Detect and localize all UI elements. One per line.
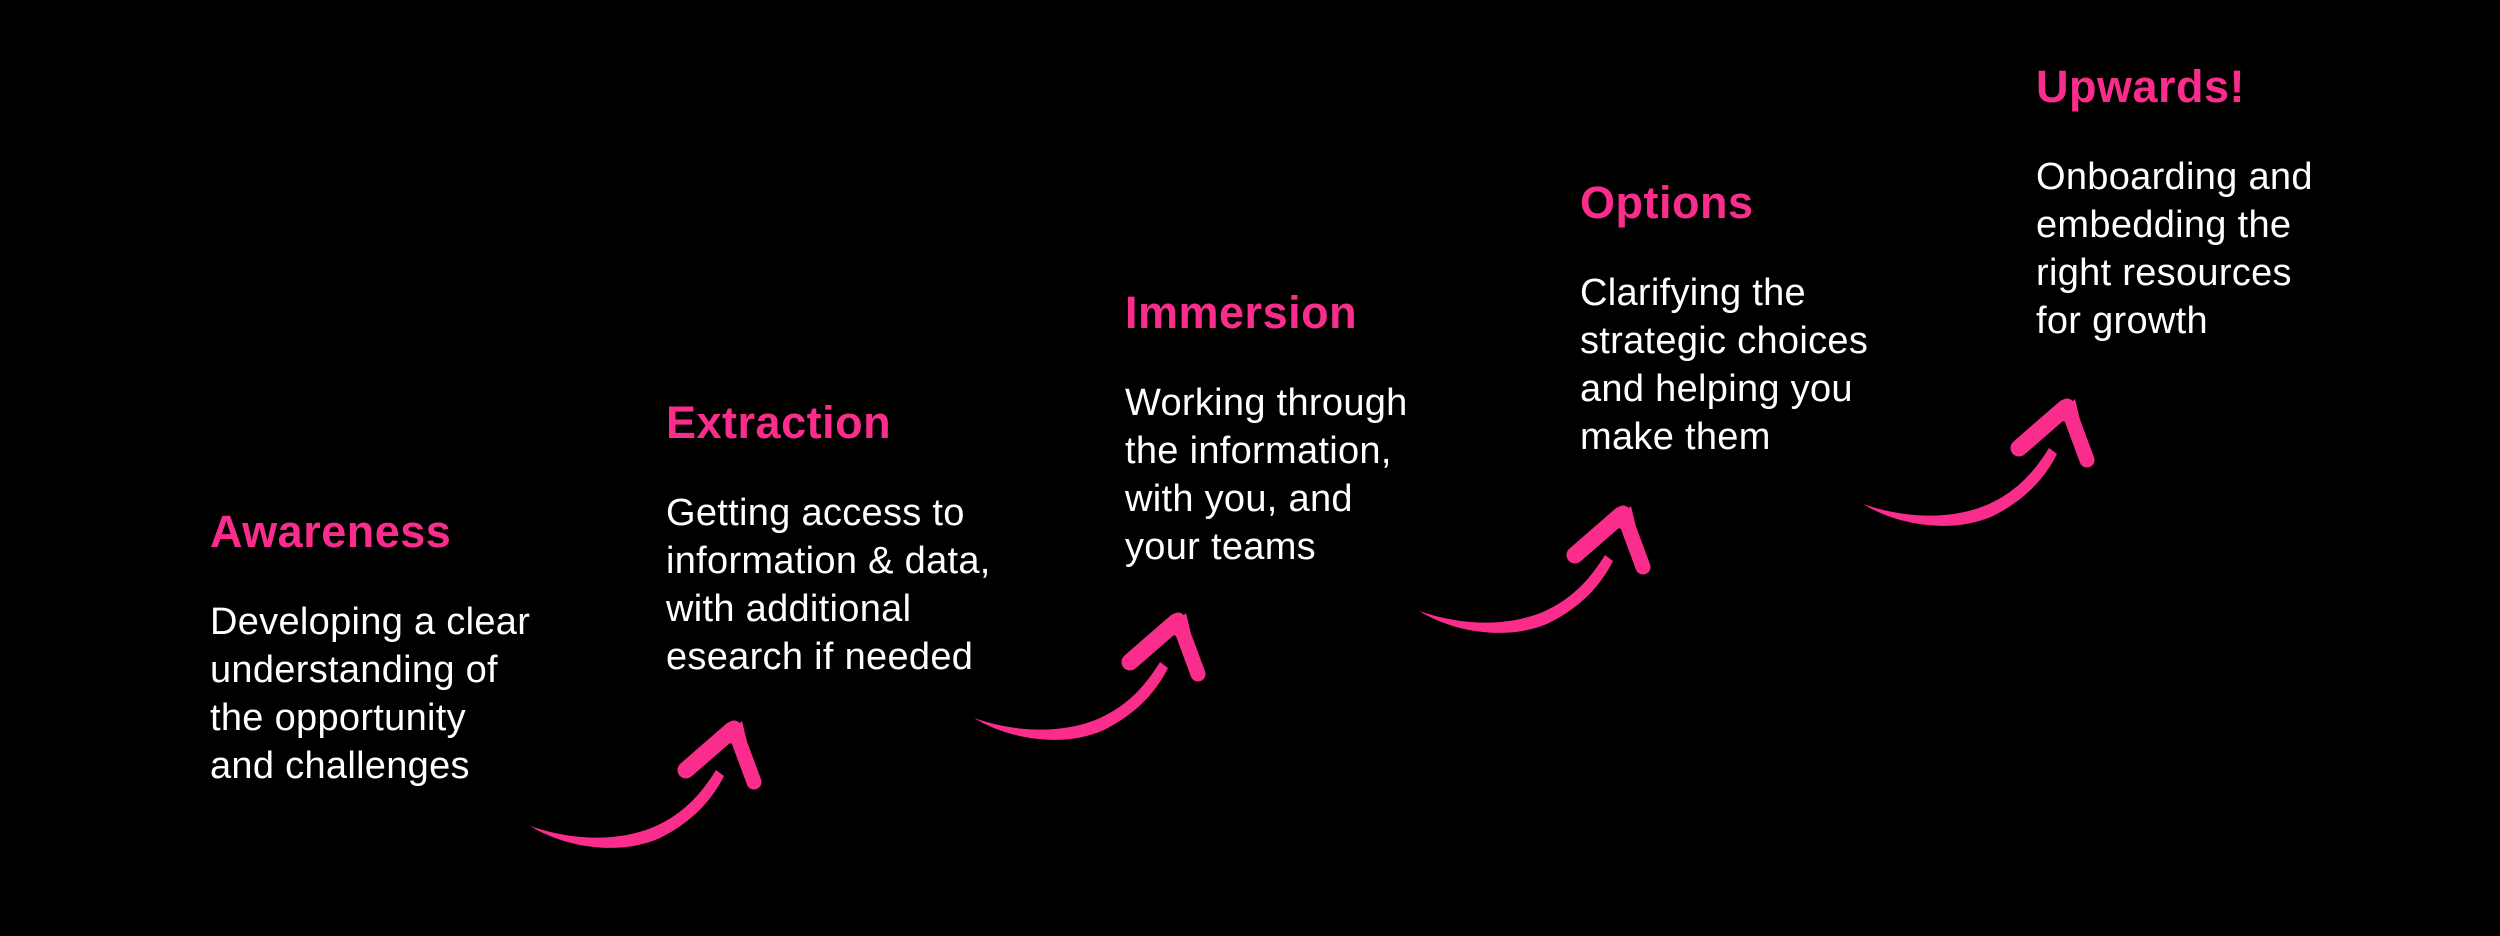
step-immersion: Immersion Working through the informatio… (1125, 290, 1505, 571)
step-title: Options (1580, 177, 1754, 228)
step-title: Awareness (210, 506, 452, 557)
brush-arrow-icon (972, 612, 1208, 754)
step-upwards: Upwards! Onboarding and embedding the ri… (2036, 64, 2416, 345)
step-options: Options Clarifying the strategic choices… (1580, 180, 1960, 461)
brush-arrow-icon (528, 720, 764, 862)
brush-arrow-icon (1417, 505, 1653, 647)
step-awareness: Awareness Developing a clear understandi… (210, 509, 590, 790)
step-extraction: Extraction Getting access to information… (666, 400, 1046, 681)
step-description: Onboarding and embedding the right resou… (2036, 156, 2313, 342)
step-title: Extraction (666, 397, 892, 448)
step-title: Upwards! (2036, 61, 2246, 112)
step-description: Developing a clear understanding of the … (210, 601, 531, 787)
step-description: Clarifying the strategic choices and hel… (1580, 272, 1869, 458)
brush-arrow-icon (1861, 398, 2097, 540)
step-description: Getting access to information & data, wi… (666, 492, 991, 678)
step-title: Immersion (1125, 287, 1358, 338)
step-description: Working through the information, with yo… (1125, 382, 1408, 568)
